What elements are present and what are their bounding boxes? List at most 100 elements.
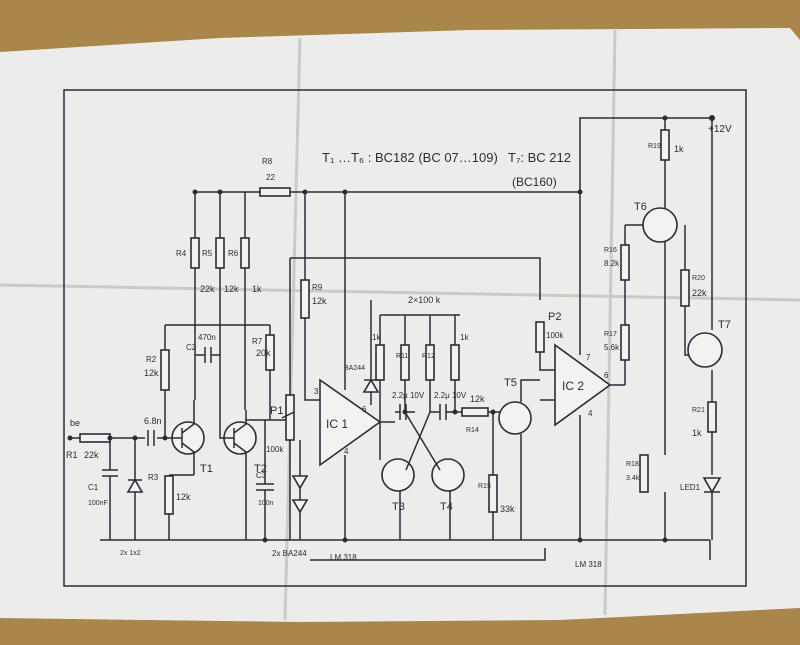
capacitor-c2: [195, 347, 220, 363]
potentiometer-p1-wiper: [281, 411, 295, 419]
diode-d1: [126, 478, 144, 493]
junction-dot: [577, 189, 583, 195]
resistor-r17: [620, 324, 630, 361]
resistor-r12-label: R12: [422, 353, 435, 360]
capacitor-c3-label: C3: [256, 471, 267, 480]
capacitor-c1-value: 100nF: [88, 500, 108, 507]
capacitor-2u2-b-value: 2.2μ 10V: [434, 391, 467, 400]
resistor-r13: [450, 344, 460, 381]
led-icon: [702, 477, 722, 494]
resistor-r3-value: 12k: [176, 492, 191, 502]
resistor-r19-label: R19: [648, 143, 661, 150]
resistor-r18-value: 3.4k: [626, 475, 640, 482]
opamp-ic2: [554, 343, 612, 427]
diode-d3: [291, 499, 309, 514]
junction-dot: [662, 115, 668, 121]
potentiometer-p1-label: P1: [270, 405, 283, 417]
resistor-r11: [400, 344, 410, 381]
output-stage-wires: [684, 118, 713, 540]
transistor-note-line3: (BC160): [512, 175, 557, 189]
feedback-wire: [290, 257, 541, 300]
transistor-t4-label: T4: [440, 501, 453, 513]
transistor-t1-leads: [170, 400, 195, 475]
resistor-r16-value: 8.2k: [604, 259, 620, 268]
resistor-r17-label: R17: [604, 331, 617, 338]
ic2-inputs: [539, 352, 555, 401]
ic2-part: LM 318: [575, 560, 602, 569]
junction-dot: [162, 435, 168, 441]
resistor-r18: [639, 454, 649, 493]
paper-sheet: [0, 28, 800, 622]
resistor-r17-value: 5.6k: [604, 343, 620, 352]
transistor-t4: [431, 458, 465, 492]
ic2-pin7: 7: [586, 353, 591, 362]
opamp-ic2-label: IC 2: [562, 379, 584, 393]
resistor-r6-value: 1k: [252, 284, 262, 294]
resistor-r13-value: 1k: [460, 333, 469, 342]
junction-dot: [452, 409, 458, 415]
potentiometer-p1-value: 100k: [266, 445, 284, 454]
transistor-note-line2: T₇: BC 212: [508, 150, 571, 165]
junction-dot: [107, 435, 113, 441]
resistor-r8-label: R8: [262, 157, 273, 166]
resistor-r20-value: 22k: [692, 288, 707, 298]
resistor-r5-label: R5: [202, 249, 213, 258]
junction-dot: [402, 409, 408, 415]
resistor-r6: [240, 237, 250, 269]
resistor-r16-label: R16: [604, 247, 617, 254]
input-terminal: [67, 435, 73, 441]
dual-resistor-note: 2×100 k: [408, 295, 441, 305]
junction-dot: [342, 189, 348, 195]
ic2-pin6: 6: [604, 371, 609, 380]
capacitor-c2-value: 470n: [198, 333, 216, 342]
paper-fold: [603, 29, 617, 616]
resistor-r9-label: R9: [312, 283, 323, 292]
resistor-r20: [680, 269, 690, 307]
resistor-r6-label: R6: [228, 249, 239, 258]
resistor-r1: [79, 433, 111, 443]
r16-r17-wire: [624, 224, 645, 385]
resistor-r20-label: R20: [692, 275, 705, 282]
transistor-t2-label: T2: [254, 463, 267, 475]
opamp-ic1-label: IC 1: [326, 417, 348, 431]
capacitor-6n8: [147, 430, 155, 446]
transistor-t5-leads: [520, 379, 540, 540]
resistor-r21-label: R21: [692, 407, 705, 414]
resistor-r21: [707, 401, 717, 433]
resistor-r9-value: 12k: [312, 296, 327, 306]
resistor-r10-value: 1k: [372, 333, 381, 342]
junction-dot: [217, 189, 223, 195]
potentiometer-p2-value: 100k: [546, 331, 564, 340]
diode-d2: [291, 475, 309, 490]
junction-dot: [262, 537, 268, 543]
capacitor-c1: [102, 469, 118, 477]
transistor-t6-label: T6: [634, 201, 647, 213]
resistor-r3-label: R3: [148, 473, 159, 482]
potentiometer-p2-label: P2: [548, 311, 561, 323]
resistor-r12: [425, 344, 435, 381]
resistor-r15: [488, 474, 498, 513]
multivibrator-wires: [379, 315, 456, 460]
potentiometer-p1: [285, 394, 295, 441]
ic1-pin4: 4: [344, 447, 349, 456]
resistor-r15-label: R15: [478, 483, 491, 490]
junction-dot: [302, 189, 308, 195]
transistor-t3-label: T3: [392, 501, 405, 513]
junction-dot: [342, 537, 348, 543]
junction-dots: [107, 115, 668, 543]
resistor-r14-label: R14: [466, 427, 479, 434]
resistor-r18-label: R18: [626, 461, 639, 468]
junction-dot: [577, 537, 583, 543]
paper-fold: [0, 283, 800, 302]
transistor-t6: [642, 207, 678, 243]
junction-dot: [490, 409, 496, 415]
resistor-r21-value: 1k: [692, 428, 702, 438]
transistor-t3: [381, 458, 415, 492]
capacitor-2u2-a-value: 2.2μ 10V: [392, 391, 425, 400]
transistor-t7: [687, 332, 723, 368]
resistor-r4-label: R4: [176, 249, 187, 258]
resistor-r14-value: 12k: [470, 394, 485, 404]
capacitor-6n8-value: 6.8n: [144, 416, 162, 426]
resistor-r5-value: 12k: [224, 284, 239, 294]
